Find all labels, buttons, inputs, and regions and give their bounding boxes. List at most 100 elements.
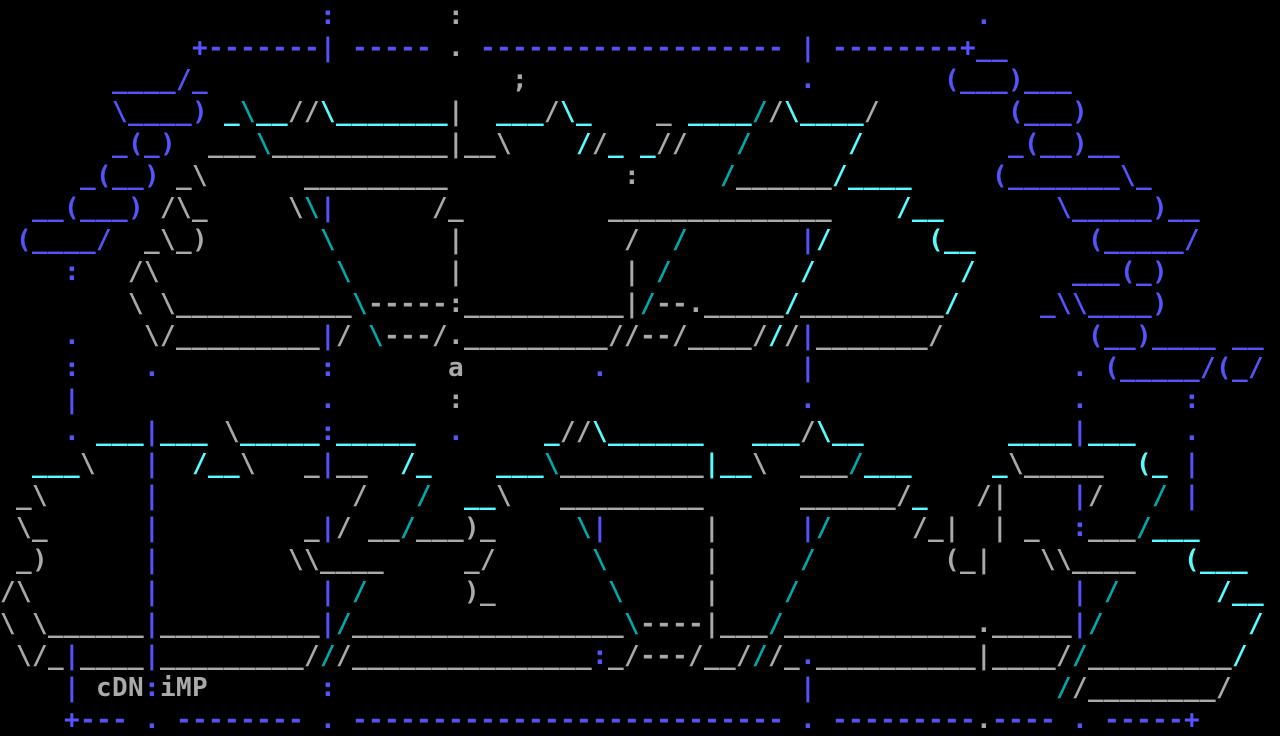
art-segment: |__ xyxy=(448,129,497,159)
art-segment: ___ xyxy=(496,97,545,127)
art-segment: | xyxy=(448,257,465,287)
art-segment: / xyxy=(768,609,785,639)
art-segment: | xyxy=(448,225,465,255)
art-segment: / xyxy=(1056,673,1073,703)
art-segment: . xyxy=(1072,353,1089,383)
art-segment: ; xyxy=(512,65,529,95)
art-segment: ___ xyxy=(864,449,913,479)
art-segment: : xyxy=(320,353,337,383)
art-segment: | xyxy=(1184,449,1201,479)
art-segment: / xyxy=(784,289,801,319)
art-segment: : xyxy=(320,1,337,31)
art-segment: | xyxy=(144,513,161,543)
art-segment: /\ xyxy=(0,577,33,607)
art-segment: _________ xyxy=(560,449,705,479)
art-segment: / xyxy=(800,417,817,447)
art-segment: --------------------------- xyxy=(352,705,785,735)
art-segment: : xyxy=(1072,513,1089,543)
art-segment: \_ xyxy=(560,97,593,127)
art-segment: / xyxy=(784,321,801,351)
art-segment: _________ xyxy=(560,481,705,511)
art-segment: __ xyxy=(256,97,289,127)
art-segment: | xyxy=(144,577,161,607)
art-segment: ____ xyxy=(688,97,753,127)
art-segment: /\_ xyxy=(160,193,209,223)
art-segment: / xyxy=(592,129,609,159)
art-segment: \_____)__ xyxy=(1056,193,1201,223)
art-segment: / xyxy=(1088,609,1105,639)
art-segment: / xyxy=(640,289,657,319)
art-segment: /_| xyxy=(912,513,961,543)
art-segment: \ xyxy=(288,193,305,223)
art-segment: \ xyxy=(240,97,257,127)
art-segment: ----|___ xyxy=(640,609,769,639)
art-segment: \/_ xyxy=(16,641,65,671)
art-segment: ___ xyxy=(1088,513,1137,543)
art-segment: (_ xyxy=(1136,449,1169,479)
art-segment: __(___) xyxy=(32,193,145,223)
art-segment: | xyxy=(64,641,81,671)
art-segment: . xyxy=(64,417,81,447)
art-segment: _ xyxy=(304,513,321,543)
art-segment: ___ xyxy=(496,449,545,479)
art-segment: \ xyxy=(320,97,337,127)
art-segment: | xyxy=(144,481,161,511)
art-segment: \ xyxy=(624,609,641,639)
art-segment: | xyxy=(592,513,609,543)
art-segment: / xyxy=(768,321,785,351)
art-segment: -----+ xyxy=(1104,705,1201,735)
art-segment: _________ xyxy=(304,161,449,191)
art-segment: /__ xyxy=(1216,577,1265,607)
art-segment: / xyxy=(848,449,865,479)
art-segment: \ xyxy=(336,257,353,287)
art-segment: ___ xyxy=(160,417,209,447)
art-segment: / xyxy=(816,513,833,543)
art-segment: / xyxy=(720,161,737,191)
art-segment: / xyxy=(656,257,673,287)
art-segment: | xyxy=(1072,609,1089,639)
art-segment: / xyxy=(816,225,833,255)
art-segment: / xyxy=(320,641,337,671)
art-segment: /| xyxy=(976,481,1009,511)
art-segment: /\ xyxy=(128,257,161,287)
art-segment: | xyxy=(144,545,161,575)
art-segment: | xyxy=(320,33,337,63)
art-segment: ___(_) xyxy=(1072,257,1169,287)
art-segment: : xyxy=(320,417,337,447)
art-segment: / xyxy=(784,577,801,607)
art-segment: | xyxy=(320,321,337,351)
art-segment: _________ xyxy=(800,289,945,319)
art-segment: /_ xyxy=(400,449,433,479)
art-segment: . xyxy=(320,705,337,735)
art-segment: _) xyxy=(16,545,49,575)
art-segment: a xyxy=(448,353,465,383)
art-segment: . xyxy=(144,705,161,735)
art-segment: ____________._____ xyxy=(784,609,1073,639)
art-segment: \__ xyxy=(816,417,865,447)
art-segment: | xyxy=(448,97,465,127)
art-segment: ______/ xyxy=(800,481,913,511)
art-segment: | xyxy=(64,673,81,703)
art-segment: --/____ xyxy=(640,321,753,351)
art-segment: ____/_ xyxy=(112,65,209,95)
art-segment: / xyxy=(416,481,433,511)
art-segment: | xyxy=(704,545,721,575)
art-segment: \ xyxy=(240,449,257,479)
art-segment: _ xyxy=(224,97,241,127)
art-segment: ---- xyxy=(992,705,1057,735)
art-segment: | xyxy=(1072,481,1089,511)
art-segment: _ xyxy=(912,481,929,511)
art-segment: : xyxy=(448,1,465,31)
art-segment: \\____ xyxy=(288,545,385,575)
art-segment: --._____ xyxy=(656,289,785,319)
art-segment: -------- xyxy=(176,705,305,735)
art-segment: __ xyxy=(368,513,401,543)
art-segment: | xyxy=(144,417,161,447)
art-segment: . xyxy=(144,353,161,383)
art-segment: _(__)__ xyxy=(1008,129,1121,159)
art-segment: (___ xyxy=(1184,545,1249,575)
art-segment: / xyxy=(576,129,593,159)
art-segment: _________// xyxy=(464,321,641,351)
art-segment: . xyxy=(592,353,609,383)
art-segment: \ xyxy=(544,449,561,479)
